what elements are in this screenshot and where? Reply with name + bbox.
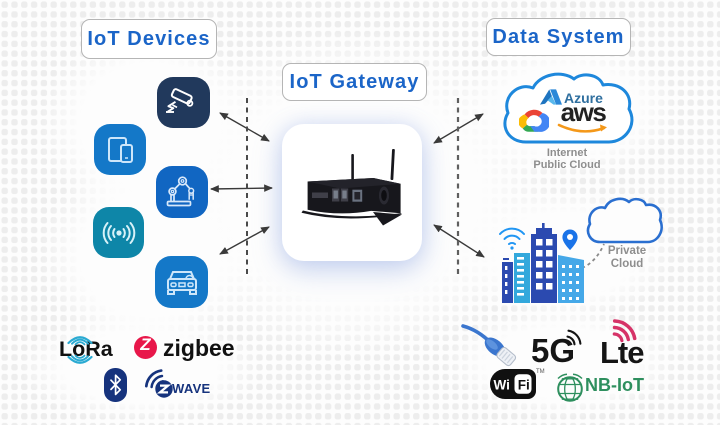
- svg-text:Wi: Wi: [494, 378, 510, 393]
- svg-text:Fi: Fi: [518, 378, 530, 393]
